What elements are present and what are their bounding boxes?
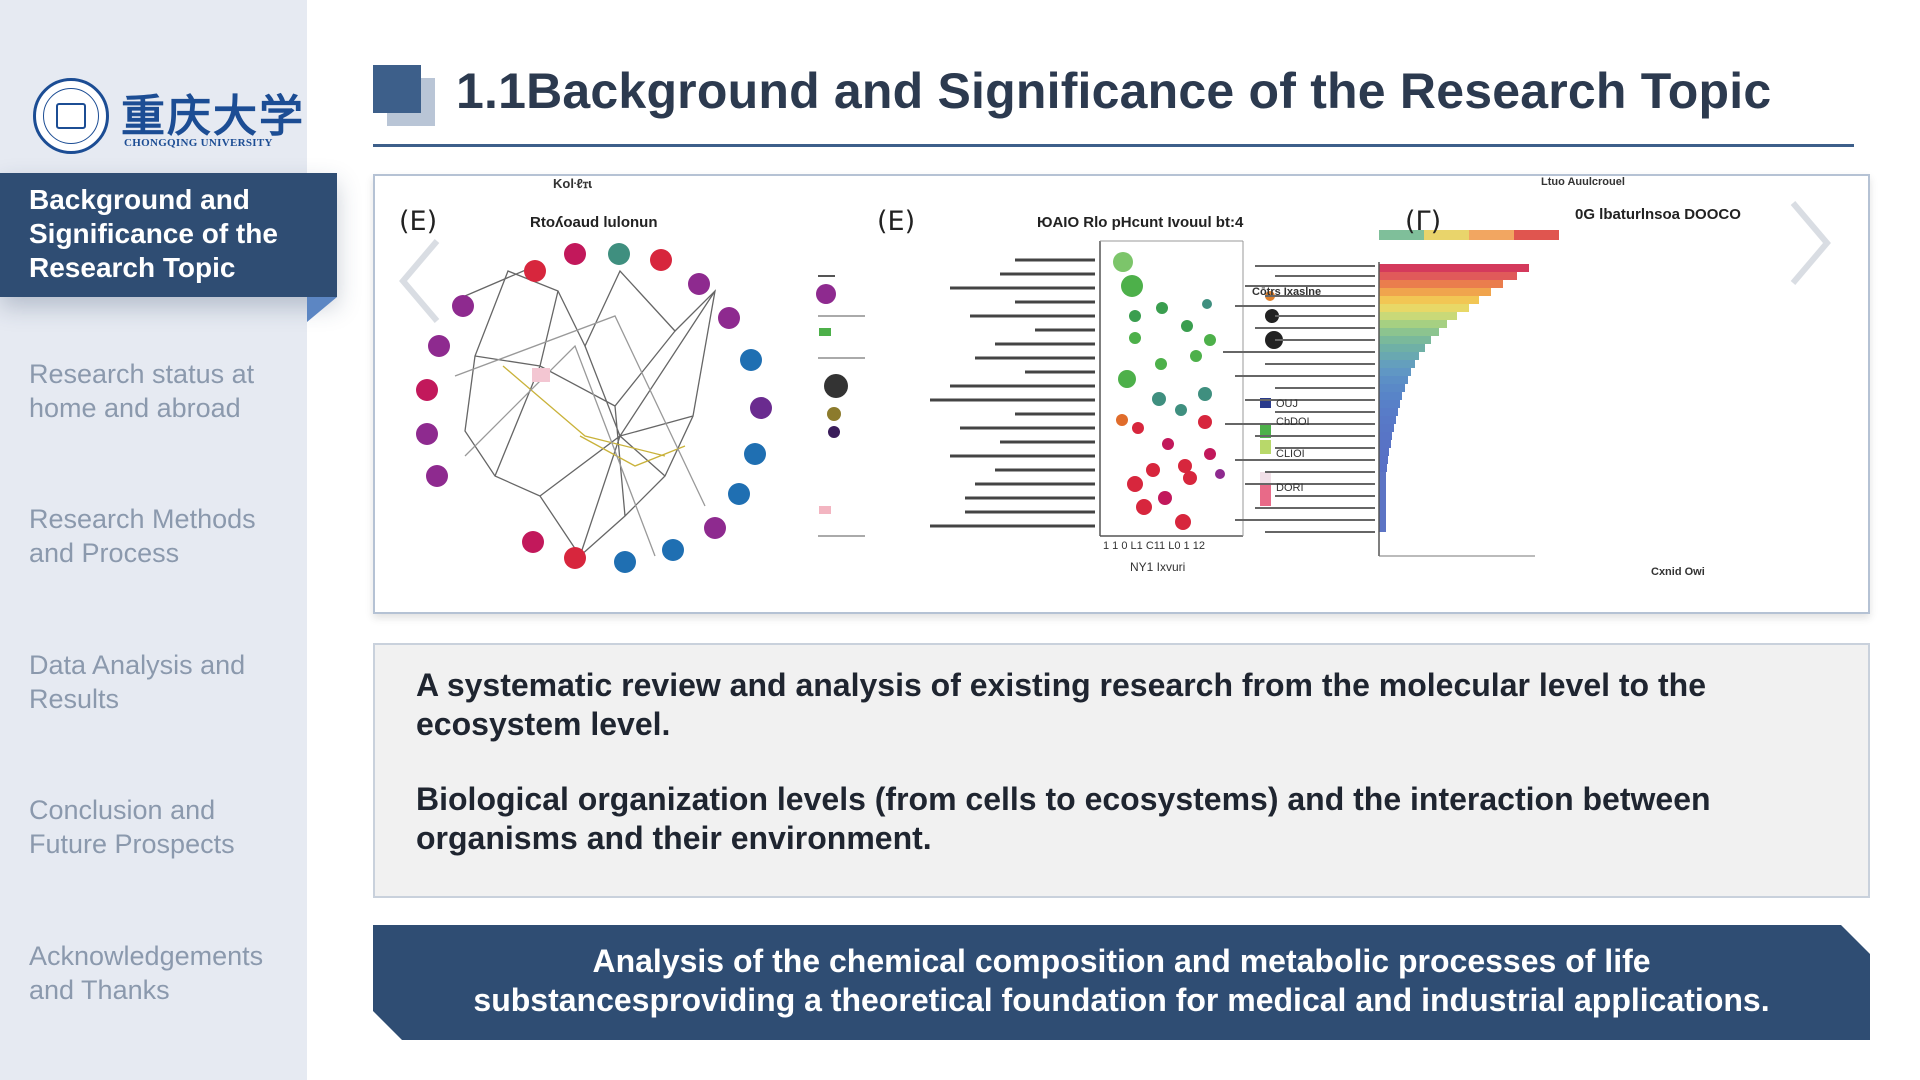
chevron-right-icon[interactable] — [1787, 198, 1833, 288]
legend-item-4: DORI — [1276, 482, 1304, 494]
network-diagram — [454, 265, 716, 557]
nav-item-data-analysis[interactable]: Data Analysis and Results — [29, 650, 246, 714]
summary-banner: Analysis of the chemical composition and… — [373, 925, 1870, 1040]
nav-item-research-status[interactable]: Research status at home and abroad — [29, 359, 255, 423]
nav-active-fold — [307, 297, 337, 322]
panel-b-x-caption: NY1 Ixvuri — [1130, 560, 1186, 574]
network-nodes — [416, 243, 772, 573]
page-title: 1.1Background and Significance of the Re… — [456, 63, 1772, 119]
logo-english-name: CHONGQING UNIVERSITY — [124, 137, 273, 149]
title-divider — [373, 144, 1854, 147]
chevron-left-icon[interactable] — [397, 236, 443, 326]
banner-line-2: substancesproviding a theoretical founda… — [473, 982, 1770, 1018]
university-seal-icon — [33, 78, 109, 154]
network-legend — [816, 275, 865, 537]
panel-c-label: (Γ) — [1405, 206, 1442, 237]
description-paragraph-1: A systematic review and analysis of exis… — [416, 667, 1706, 742]
legend-item-2: CbDOI — [1276, 416, 1310, 428]
description-box: A systematic review and analysis of exis… — [373, 643, 1870, 898]
description-paragraph-2: Biological organization levels (from cel… — [416, 781, 1711, 856]
panel-a-label: (E) — [399, 206, 438, 237]
panel-c-x-caption: Cxnid Owi — [1651, 566, 1705, 578]
panel-b-label: (E) — [877, 206, 916, 237]
logo-chinese-name: 重庆大学 — [121, 91, 305, 142]
nav-item-conclusion[interactable]: Conclusion and Future Prospects — [29, 795, 235, 859]
university-logo: 重庆大学 CHONGQING UNIVERSITY — [33, 78, 303, 158]
panel-b-title: ЮAIO Rlo pHcunt Ivouul bt:4 — [1037, 214, 1244, 231]
nav-item-research-methods[interactable]: Research Methods and Process — [29, 504, 256, 568]
title-square-icon — [373, 65, 421, 113]
nav-item-acknowledgements[interactable]: Acknowledgements and Thanks — [29, 941, 264, 1005]
panel-a-title: Rtoʎoaud lulonun — [530, 214, 658, 231]
barchart-colorbar — [1379, 230, 1559, 240]
legend-item-1: OUJ — [1276, 398, 1298, 410]
nav-item-label: Background and Significance of the Resea… — [29, 184, 278, 283]
panel-c-title: 0G lbaturlnsoa DOOCO — [1575, 206, 1741, 223]
dotplot-row-labels — [930, 258, 1095, 528]
nav-item-background-active[interactable]: Background and Significance of the Resea… — [0, 173, 337, 297]
panel-b-legend-title: Cōtrs Ixaslne — [1252, 286, 1322, 298]
banner-line-1: Analysis of the chemical composition and… — [592, 943, 1651, 979]
panel-b-x-ticks: 1 1 0 L1 C11 L0 1 12 — [1103, 540, 1205, 552]
barchart-bars — [1378, 262, 1535, 557]
barchart-row-labels — [1223, 265, 1375, 533]
panel-a-top-caption: Koŀℓꭲɩ — [553, 176, 592, 191]
dotplot-points — [1113, 252, 1225, 530]
panel-c-top-caption: Ltuo Auulcrouel — [1541, 176, 1625, 188]
dotplot-frame — [1099, 240, 1244, 537]
figure-graphics — [416, 230, 1559, 573]
legend-item-3: CLIOI — [1276, 448, 1305, 460]
banner-text: Analysis of the chemical composition and… — [373, 942, 1870, 1020]
figure-panel: (E) Koŀℓꭲɩ Rtoʎoaud lulonun (E) ЮAIO Rlo… — [373, 174, 1870, 614]
